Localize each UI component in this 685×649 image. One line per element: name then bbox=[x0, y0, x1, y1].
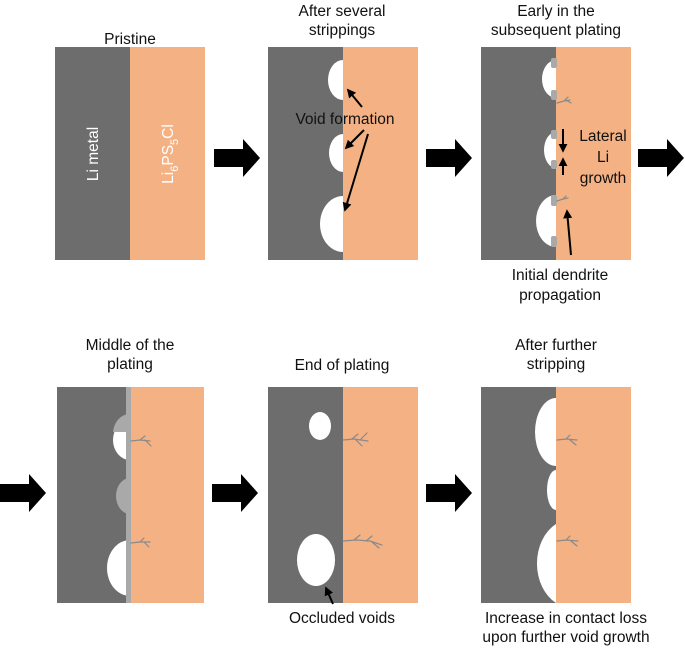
interlayer bbox=[126, 387, 131, 603]
lateral-label-line2: Li bbox=[597, 149, 609, 166]
panel-middle-plating: Middle of the plating bbox=[57, 337, 204, 603]
deposited-li bbox=[551, 195, 557, 206]
right-arrow-icon bbox=[212, 474, 258, 512]
panel-pristine: Pristine Li metal Li6PS5Cl bbox=[55, 31, 205, 260]
pointer-arrow bbox=[344, 129, 365, 150]
void bbox=[544, 132, 556, 168]
void bbox=[328, 60, 343, 100]
dendrite bbox=[556, 535, 579, 547]
panel-end-plating: End of plating Occluded voids bbox=[268, 357, 418, 627]
li-metal-layer bbox=[55, 47, 130, 260]
pointer-arrow bbox=[563, 209, 573, 256]
right-arrow-icon bbox=[426, 139, 472, 177]
void bbox=[329, 134, 343, 172]
deposited-li bbox=[551, 58, 557, 68]
panel-title-line1: Middle of the bbox=[86, 337, 175, 354]
right-arrow-icon bbox=[426, 474, 472, 512]
pointer-arrow bbox=[346, 88, 363, 108]
panel-title-line1: After further bbox=[515, 337, 597, 354]
void bbox=[536, 195, 556, 247]
electrolyte-label: Li6PS5Cl bbox=[160, 124, 181, 184]
deposited-li bbox=[551, 160, 557, 169]
void bbox=[535, 398, 556, 466]
dendrite bbox=[130, 537, 151, 548]
void bbox=[542, 60, 556, 98]
electrolyte-layer bbox=[556, 387, 631, 603]
dendrite bbox=[556, 434, 578, 446]
panel-title-line2: plating bbox=[107, 356, 153, 373]
right-arrow-icon bbox=[0, 474, 46, 512]
panel-title: Pristine bbox=[104, 31, 156, 48]
lateral-label-line1: Lateral bbox=[579, 128, 626, 145]
deposited-li bbox=[551, 236, 557, 247]
caption-line1: Initial dendrite bbox=[512, 267, 609, 284]
panel-title-line2: strippings bbox=[309, 22, 376, 39]
void bbox=[547, 470, 556, 510]
dendrite bbox=[556, 96, 572, 104]
dendrite bbox=[556, 195, 569, 202]
caption-line1: Increase in contact loss bbox=[485, 610, 647, 627]
caption: Occluded voids bbox=[289, 610, 395, 627]
dendrite bbox=[342, 432, 369, 447]
caption-line2: propagation bbox=[519, 287, 601, 304]
lateral-label-line3: growth bbox=[580, 170, 627, 187]
occluded-void bbox=[297, 534, 335, 586]
panel-further-stripping: After further stripping Increase in cont… bbox=[481, 337, 650, 646]
right-arrow-icon bbox=[638, 139, 684, 177]
electrolyte-layer bbox=[556, 47, 631, 260]
pointer-arrow bbox=[342, 133, 369, 212]
metal-label: Li metal bbox=[85, 127, 102, 181]
dendrite bbox=[342, 534, 383, 549]
void bbox=[107, 540, 130, 596]
right-arrow-icon bbox=[214, 139, 260, 177]
panel-stripping: After several strippings Void formation bbox=[268, 3, 418, 260]
electrolyte-layer bbox=[343, 387, 418, 603]
panel-title-line1: Early in the bbox=[517, 3, 595, 20]
flow-arrows bbox=[0, 139, 684, 512]
panel-title-line2: stripping bbox=[527, 356, 586, 373]
occluded-void bbox=[309, 412, 331, 440]
deposited-li bbox=[551, 90, 557, 100]
electrolyte-layer bbox=[343, 47, 418, 260]
panel-title: End of plating bbox=[295, 357, 390, 374]
deposited-li-cap bbox=[113, 413, 130, 432]
panel-title-line1: After several bbox=[298, 3, 385, 20]
dendrite bbox=[130, 435, 152, 447]
pointer-arrow bbox=[324, 586, 334, 605]
caption-line2: upon further void growth bbox=[482, 629, 649, 646]
electrolyte-layer bbox=[130, 387, 204, 603]
void bbox=[536, 524, 556, 603]
void bbox=[320, 196, 343, 252]
panel-early-plating: Early in the subsequent plating Lateral … bbox=[481, 3, 631, 304]
electrolyte-layer bbox=[130, 47, 205, 260]
void-formation-label: Void formation bbox=[295, 111, 394, 128]
deposited-li bbox=[551, 130, 557, 139]
panel-title-line2: subsequent plating bbox=[491, 22, 621, 39]
